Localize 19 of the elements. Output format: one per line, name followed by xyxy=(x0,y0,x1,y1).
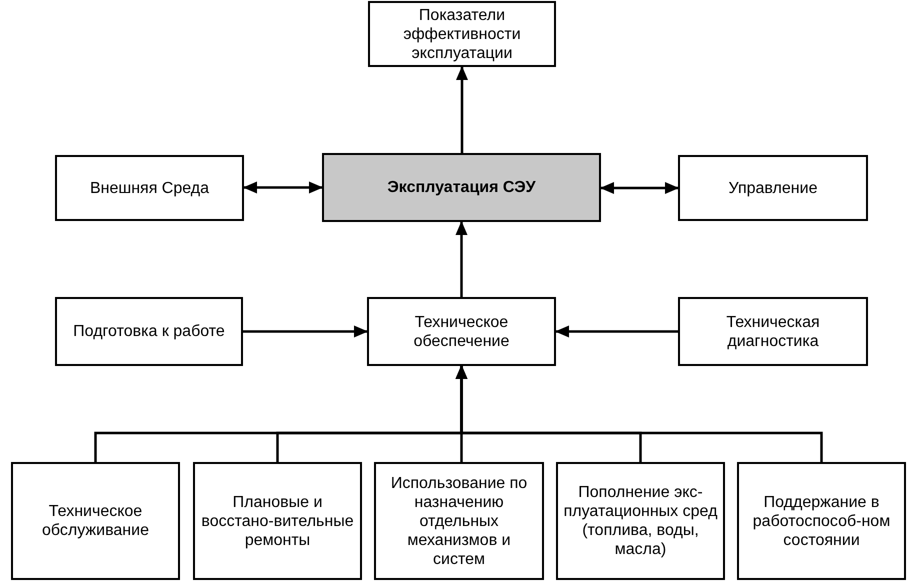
arrow xyxy=(243,326,368,338)
process-box: Техническая диагностика xyxy=(678,297,868,366)
arrow xyxy=(456,365,823,462)
arrow xyxy=(456,66,468,153)
arrow xyxy=(600,182,679,194)
main-process-box: Эксплуатация СЭУ xyxy=(322,153,601,222)
process-box: Плановые и восстано-вительные ремонты xyxy=(193,462,362,580)
arrow xyxy=(243,182,323,194)
process-box: Использование по назначению отдельных механизмов и систем xyxy=(374,462,544,580)
process-box: Подготовка к работе xyxy=(55,297,243,366)
process-box: Поддержание в работоспособ-ном состоянии xyxy=(737,462,906,580)
process-box: Техническое обслуживание xyxy=(11,462,180,580)
process-box: Пополнение экс-плуатационных сред (топлива, воды, масла) xyxy=(556,462,725,580)
process-box: Техническое обеспечение xyxy=(367,297,556,366)
process-box: Показатели эффективности эксплуатации xyxy=(368,1,556,67)
process-box: Внешняя Среда xyxy=(55,155,244,221)
process-box: Управление xyxy=(678,155,868,221)
arrow xyxy=(555,326,678,338)
arrow xyxy=(456,221,468,297)
